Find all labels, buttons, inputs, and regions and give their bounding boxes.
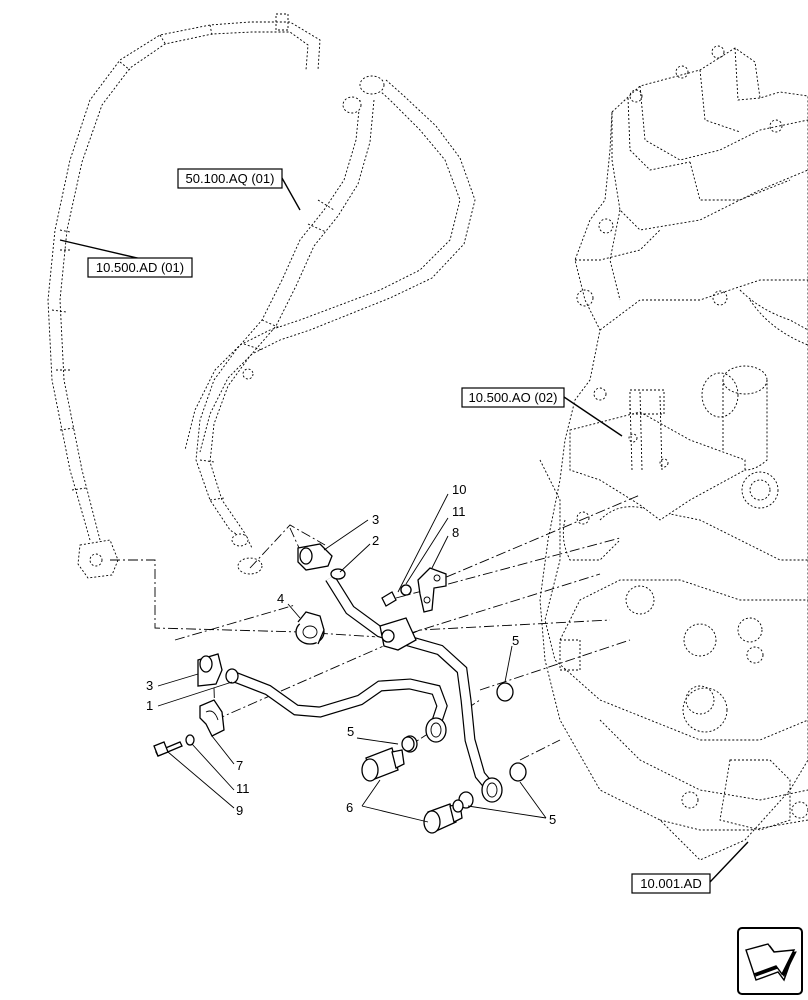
next-page-arrow-icon[interactable] bbox=[737, 927, 803, 995]
callout-5b: 5 bbox=[347, 724, 354, 739]
callout-4: 4 bbox=[277, 591, 284, 606]
callout-9: 9 bbox=[236, 803, 243, 818]
bracket-part-8[interactable] bbox=[417, 567, 447, 613]
hose-50-100-aq bbox=[184, 75, 476, 575]
callout-3a: 3 bbox=[372, 512, 379, 527]
harness-10-500-ad bbox=[47, 13, 321, 579]
fitting-part-4[interactable] bbox=[295, 611, 325, 645]
callout-2: 2 bbox=[372, 533, 379, 548]
washer-part-11-lower[interactable] bbox=[185, 734, 195, 746]
svg-text:10.500.AO (02): 10.500.AO (02) bbox=[469, 390, 558, 405]
callout-6: 6 bbox=[346, 800, 353, 815]
callout-1: 1 bbox=[146, 698, 153, 713]
pipe-bracket bbox=[569, 389, 746, 521]
callout-8: 8 bbox=[452, 525, 459, 540]
ref-10-500-ao-02[interactable]: 10.500.AO (02) bbox=[461, 387, 565, 408]
callout-3b: 3 bbox=[146, 678, 153, 693]
svg-text:50.100.AQ (01): 50.100.AQ (01) bbox=[186, 171, 275, 186]
clamp-part-7[interactable] bbox=[199, 699, 225, 737]
svg-text:10.001.AD: 10.001.AD bbox=[640, 876, 701, 891]
callout-10: 10 bbox=[452, 482, 466, 497]
callout-7: 7 bbox=[236, 758, 243, 773]
clip-part-3-lower[interactable] bbox=[197, 653, 223, 687]
callout-11b: 11 bbox=[236, 781, 250, 796]
callout-numbers: 1 2 3 3 4 5 5 5 6 7 8 9 10 11 11 bbox=[146, 482, 556, 827]
bolt-part-9[interactable] bbox=[153, 741, 183, 757]
callout-5c: 5 bbox=[549, 812, 556, 827]
banjo-bolt-part-6[interactable] bbox=[361, 736, 464, 834]
ref-10-001-ad[interactable]: 10.001.AD bbox=[631, 873, 711, 894]
ref-50-100-aq-01[interactable]: 50.100.AQ (01) bbox=[177, 168, 283, 189]
clip-part-3-upper[interactable] bbox=[297, 543, 333, 571]
svg-text:10.500.AD (01): 10.500.AD (01) bbox=[96, 260, 184, 275]
callout-11a: 11 bbox=[452, 504, 466, 519]
washer-part-11-upper[interactable] bbox=[400, 584, 412, 596]
pipe-part-1[interactable] bbox=[225, 668, 448, 743]
ref-10-500-ad-01[interactable]: 10.500.AD (01) bbox=[87, 257, 193, 278]
callout-5a: 5 bbox=[512, 633, 519, 648]
